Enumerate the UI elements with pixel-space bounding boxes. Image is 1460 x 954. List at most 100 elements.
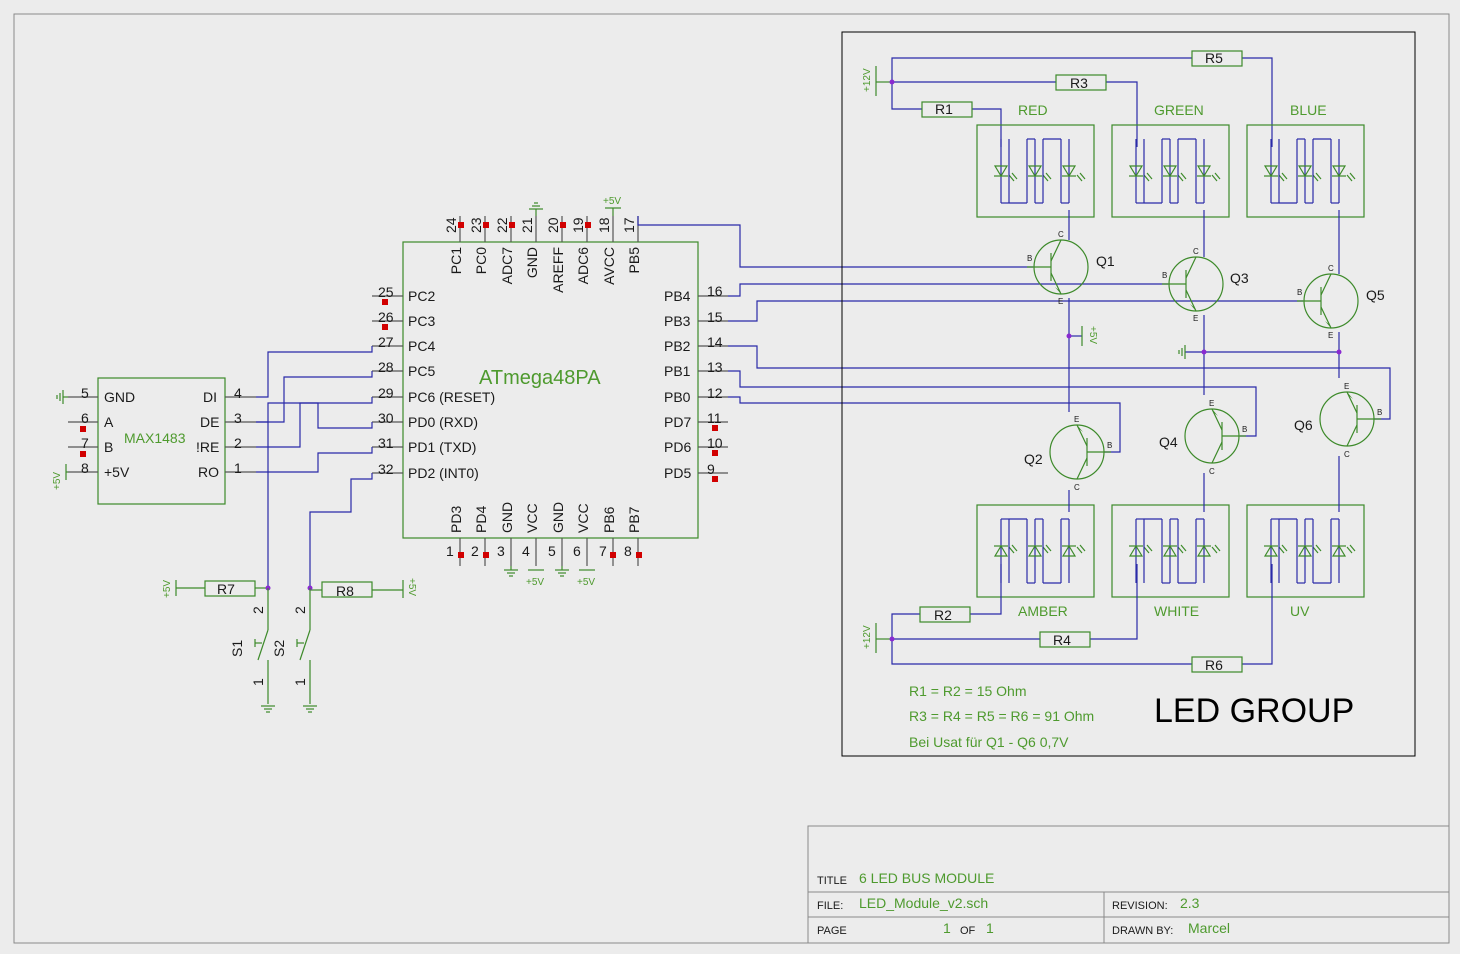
pin-marker — [458, 552, 464, 558]
pin-label-b: B — [1242, 425, 1247, 434]
top-led-array — [976, 124, 1365, 218]
pin-label-c: C — [1209, 467, 1215, 476]
mcu-pin-name: PD3 — [448, 506, 464, 533]
mcu-pin-num: 3 — [497, 543, 505, 559]
ground-symbol — [555, 566, 569, 577]
led-icon — [1061, 165, 1077, 178]
led-group-label-green: GREEN — [1154, 102, 1204, 118]
mcu-pin-name: PB2 — [664, 338, 691, 354]
mcu-pin-name: PB5 — [626, 247, 642, 274]
mcu-pin-name: PB3 — [664, 313, 691, 329]
pin-label-c: C — [1344, 450, 1350, 459]
resistor-r8[interactable]: R8 — [310, 581, 403, 599]
svg-text:R5: R5 — [1205, 50, 1223, 66]
switch-label: S1 — [229, 640, 245, 657]
mcu-pin-name: PD0 (RXD) — [408, 414, 478, 430]
mcu-pin-name: VCC — [524, 503, 540, 533]
atmega48pa-chip[interactable]: ATmega48PA — [402, 241, 699, 539]
resistor-r1[interactable]: R1 — [921, 101, 973, 118]
led-group-label-red: RED — [1018, 102, 1048, 118]
supply-5v-symbol: +5V — [402, 578, 417, 598]
led-icon — [1027, 544, 1043, 557]
max-pin-name: DE — [200, 414, 219, 430]
led-icon — [1297, 544, 1313, 557]
ground-symbol — [1178, 345, 1186, 359]
top-resistor-wires — [891, 57, 1273, 147]
svg-text:R3: R3 — [1070, 75, 1088, 91]
transistor-q2: BCE — [1049, 415, 1112, 492]
pin-marker — [585, 222, 591, 228]
emitter-arrow-icon — [1055, 287, 1061, 294]
resistor-r6[interactable]: R6 — [1191, 656, 1243, 673]
mcu-pin-num: 24 — [443, 217, 459, 233]
collector-wires — [1068, 210, 1340, 512]
mcu-pin-num: 14 — [707, 334, 723, 350]
left-wires — [256, 346, 373, 588]
pin-label-e: E — [1344, 382, 1349, 391]
max-pin-num: 3 — [234, 410, 242, 426]
led-group-frame — [841, 31, 1416, 757]
mcu-pin-name: PD7 — [664, 414, 691, 430]
resistor-r7[interactable]: R7 — [176, 580, 268, 597]
transistor-label-q6: Q6 — [1294, 417, 1313, 433]
pin-label-e: E — [1074, 415, 1079, 424]
emitter-rail-wires — [1068, 298, 1340, 412]
max1483-label: MAX1483 — [124, 430, 186, 446]
mcu-pin-name: PB0 — [664, 389, 691, 405]
led-group-label-blue: BLUE — [1290, 102, 1327, 118]
pin-label-c: C — [1328, 264, 1334, 273]
note-line: R3 = R4 = R5 = R6 = 91 Ohm — [909, 708, 1094, 724]
led-icon — [1128, 165, 1144, 178]
led-icon — [1196, 544, 1212, 557]
led-box-amber — [976, 504, 1095, 598]
resistor-r4[interactable]: R4 — [1039, 631, 1091, 648]
file-label: FILE: — [817, 900, 843, 912]
transistor-q3: BCE — [1162, 247, 1224, 323]
led-box-white — [1111, 504, 1230, 598]
svg-text:R7: R7 — [217, 581, 235, 597]
svg-text:R1: R1 — [935, 101, 953, 117]
junction — [1201, 349, 1207, 355]
led-icon — [1027, 165, 1043, 178]
mcu-pin-num: 2 — [471, 543, 479, 559]
revision-value: 2.3 — [1180, 895, 1200, 911]
drawn-by-value: Marcel — [1188, 920, 1230, 936]
resistor-r3[interactable]: R3 — [1055, 74, 1107, 91]
mcu-pin-name: PC6 (RESET) — [408, 389, 495, 405]
mcu-pin-name: PB4 — [664, 288, 691, 304]
mcu-pin-num: 1 — [446, 543, 454, 559]
mcu-pin-num: 25 — [378, 284, 394, 300]
bottom-resistor-wires — [891, 564, 1273, 665]
resistor-r2[interactable]: R2 — [919, 606, 971, 623]
resistor-r5[interactable]: R5 — [1191, 50, 1243, 67]
atmega-label: ATmega48PA — [479, 367, 601, 389]
emitter-arrow-icon — [1347, 392, 1353, 399]
note-line: R1 = R2 = 15 Ohm — [909, 683, 1027, 699]
mcu-pin-num: 29 — [378, 385, 394, 401]
switch-pin: 1 — [250, 678, 266, 686]
pin-label-e: E — [1058, 297, 1063, 306]
switch-s2[interactable]: S2 2 1 — [271, 588, 311, 704]
mcu-pin-name: PD5 — [664, 465, 691, 481]
mcu-pin-num: 26 — [378, 309, 394, 325]
svg-text:R6: R6 — [1205, 657, 1223, 673]
max-pin-num: 6 — [81, 410, 89, 426]
led-group-label-white: WHITE — [1154, 603, 1199, 619]
transistor-label-q1: Q1 — [1096, 253, 1115, 269]
switch-s1[interactable]: S1 2 1 — [229, 588, 269, 704]
led-icon — [1061, 544, 1077, 557]
pin-label-b: B — [1297, 288, 1302, 297]
transistor-q6: BCE — [1319, 382, 1382, 459]
mcu-pin-num: 17 — [621, 217, 637, 233]
led-group-title: LED GROUP — [1154, 692, 1354, 730]
mcu-pin-name: VCC — [575, 503, 591, 533]
mcu-pin-num: 6 — [573, 543, 581, 559]
mcu-pin-num: 20 — [545, 217, 561, 233]
pin-marker — [458, 222, 464, 228]
supply-5v-symbol: +5V — [52, 464, 68, 490]
title-block: TITLE 6 LED BUS MODULE FILE: LED_Module_… — [807, 825, 1450, 944]
max-pin-name: +5V — [104, 464, 130, 480]
mcu-pin-num: 4 — [522, 543, 530, 559]
switch-pin: 1 — [292, 678, 308, 686]
max1483-chip[interactable]: MAX1483 5 6 7 8 GND A B +5V 4 3 2 1 DI D… — [68, 377, 256, 505]
